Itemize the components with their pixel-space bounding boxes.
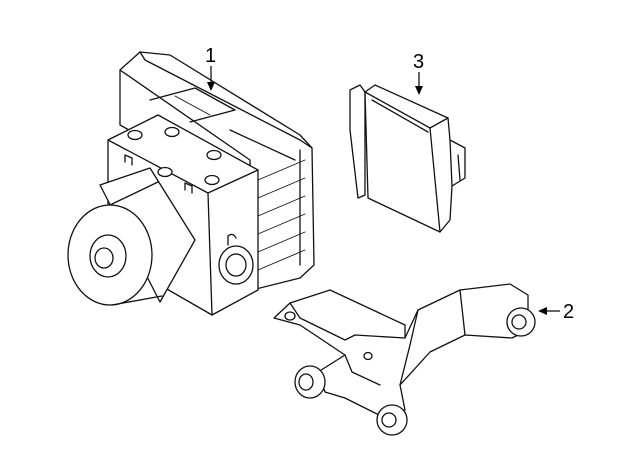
control-module[interactable] <box>349 84 466 233</box>
callout-3-arrowhead <box>415 86 423 95</box>
callout-1-arrowhead <box>207 82 215 91</box>
callout-3: 3 <box>413 51 424 95</box>
abs-hydraulic-unit[interactable] <box>67 51 315 316</box>
callout-3-number: 3 <box>413 51 424 73</box>
mounting-bracket[interactable] <box>273 283 536 436</box>
callout-2-arrowhead <box>538 307 547 315</box>
callout-2-number: 2 <box>563 301 574 323</box>
callout-1-number: 1 <box>205 45 216 67</box>
callout-1: 1 <box>205 45 216 91</box>
callout-2: 2 <box>538 301 574 323</box>
